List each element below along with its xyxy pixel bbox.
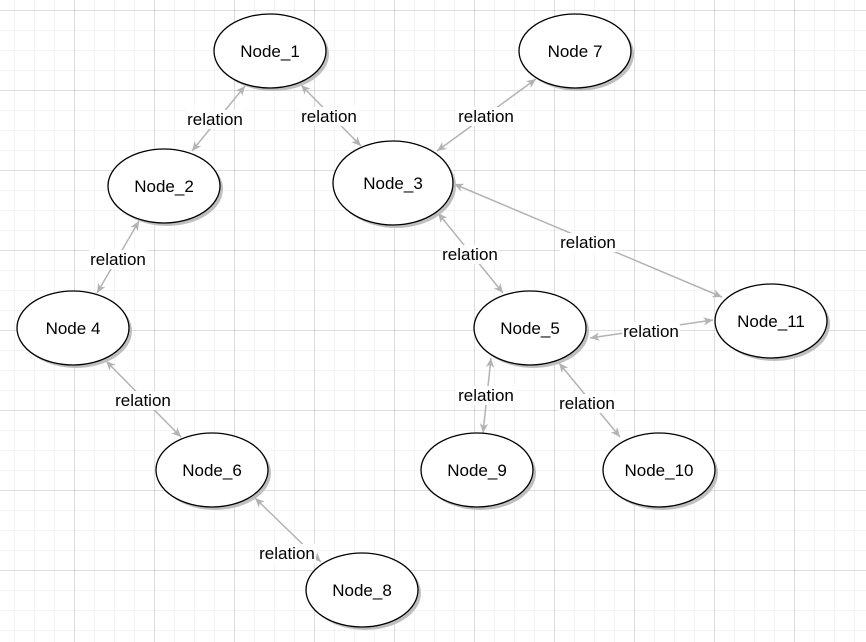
edge-label-text: relation xyxy=(442,245,498,264)
node-ellipse[interactable] xyxy=(213,13,327,89)
edge-label-background xyxy=(186,110,244,129)
node-n5[interactable]: Node_5 xyxy=(473,290,589,368)
edge-label-text: relation xyxy=(560,233,616,252)
edge-label-n4-n6: relation xyxy=(114,391,172,410)
node-n2[interactable]: Node_2 xyxy=(107,148,223,226)
node-n11[interactable]: Node_11 xyxy=(714,283,830,361)
edge-label-background xyxy=(300,107,358,126)
node-label: Node_3 xyxy=(363,174,423,193)
edge-label-background xyxy=(559,233,617,252)
node-ellipse[interactable] xyxy=(305,552,419,628)
node-ellipse[interactable] xyxy=(420,432,534,508)
node-label: Node_1 xyxy=(240,42,300,61)
node-ellipse[interactable] xyxy=(155,432,269,508)
node-label: Node_2 xyxy=(134,177,194,196)
node-ellipse[interactable] xyxy=(107,148,221,224)
edge-label-background xyxy=(89,250,147,269)
edge-label-n3-n11: relation xyxy=(559,233,617,252)
edge-label-n5-n9: relation xyxy=(457,386,515,405)
node-n9[interactable]: Node_9 xyxy=(420,432,536,510)
edge-label-text: relation xyxy=(187,110,243,129)
node-label: Node_9 xyxy=(447,461,507,480)
edge-label-background xyxy=(622,322,680,341)
node-label: Node_5 xyxy=(500,319,560,338)
edge-label-background xyxy=(457,107,515,126)
edge-label-text: relation xyxy=(90,250,146,269)
node-ellipse[interactable] xyxy=(602,432,716,508)
edge-label-text: relation xyxy=(458,107,514,126)
edge-label-background xyxy=(441,245,499,264)
node-ellipse[interactable] xyxy=(518,13,632,89)
edge-labels-layer: relation relation relation relation relation… xyxy=(89,107,680,563)
edge-label-n1-n3: relation xyxy=(300,107,358,126)
edge-label-text: relation xyxy=(115,391,171,410)
node-ellipse[interactable] xyxy=(473,290,587,366)
node-label: Node 7 xyxy=(548,42,603,61)
edge-label-text: relation xyxy=(259,544,315,563)
node-n7[interactable]: Node 7 xyxy=(518,13,634,91)
edge-label-background xyxy=(558,394,616,413)
edge-label-text: relation xyxy=(559,394,615,413)
node-n8[interactable]: Node_8 xyxy=(305,552,421,630)
edge-label-text: relation xyxy=(458,386,514,405)
edge-label-n6-n8: relation xyxy=(258,544,316,563)
edge-label-n7-n3: relation xyxy=(457,107,515,126)
node-n3[interactable]: Node_3 xyxy=(332,140,456,228)
edge-label-background xyxy=(114,391,172,410)
node-ellipse[interactable] xyxy=(332,140,454,226)
node-n10[interactable]: Node_10 xyxy=(602,432,718,510)
node-label: Node_11 xyxy=(737,312,805,331)
edge-label-text: relation xyxy=(301,107,357,126)
node-ellipse[interactable] xyxy=(16,290,130,366)
node-label: Node_10 xyxy=(624,461,693,480)
node-label: Node 4 xyxy=(46,319,101,338)
node-n6[interactable]: Node_6 xyxy=(155,432,271,510)
edge-label-n2-n4: relation xyxy=(89,250,147,269)
node-label: Node_6 xyxy=(182,461,242,480)
edge-label-n5-n10: relation xyxy=(558,394,616,413)
edge-label-n5-n11: relation xyxy=(622,322,680,341)
edge-label-n3-n5: relation xyxy=(441,245,499,264)
edge-label-n1-n2: relation xyxy=(186,110,244,129)
edge-label-background xyxy=(457,386,515,405)
node-ellipse[interactable] xyxy=(714,283,828,359)
edge-label-background xyxy=(258,544,316,563)
node-n4[interactable]: Node 4 xyxy=(16,290,132,368)
edge-label-text: relation xyxy=(623,322,679,341)
node-label: Node_8 xyxy=(332,581,392,600)
node-n1[interactable]: Node_1 xyxy=(213,13,329,91)
